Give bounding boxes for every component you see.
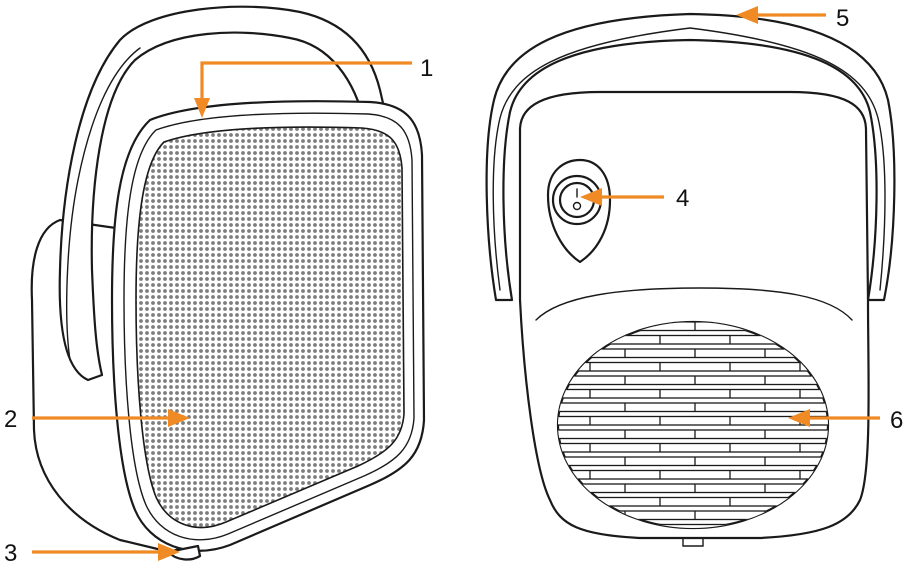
callout-arrow-5 <box>736 6 826 24</box>
callout-arrow-1 <box>194 61 412 118</box>
callout-label-1: 1 <box>420 55 433 82</box>
vent-slat <box>558 375 828 386</box>
callout-arrows <box>32 6 880 561</box>
front-mesh-grill <box>135 126 405 529</box>
vent-slat <box>558 429 828 440</box>
vent-slat <box>558 322 828 332</box>
callout-label-5: 5 <box>836 5 849 32</box>
vent-slat <box>558 456 828 467</box>
vent-slat <box>558 469 828 480</box>
callout-label-2: 2 <box>4 406 17 433</box>
vent-slat <box>558 334 828 345</box>
vent-slat <box>558 415 828 426</box>
vent-slat <box>558 361 828 372</box>
vent-slats <box>558 322 828 528</box>
front-frame-inner <box>123 112 415 541</box>
power-symbol-circle <box>572 201 582 211</box>
vent-slat <box>558 496 828 507</box>
bottom-notch <box>682 537 704 547</box>
front-view-speaker <box>30 5 426 561</box>
callout-arrow-3 <box>32 543 180 561</box>
back-handle-edge <box>492 27 886 291</box>
vent-slat <box>558 510 828 521</box>
vent-slat <box>558 483 828 494</box>
handle-edge <box>66 47 141 361</box>
callout-label-3: 3 <box>4 540 17 567</box>
callout-label-6: 6 <box>890 407 903 434</box>
callout-arrow-6 <box>788 409 880 427</box>
callout-label-4: 4 <box>676 185 689 212</box>
vent-slat <box>558 442 828 453</box>
lower-shell-line <box>535 287 853 321</box>
vent-slat <box>558 348 828 359</box>
callout-arrow-2 <box>32 409 190 427</box>
back-handle <box>485 12 896 302</box>
callout-arrow-4 <box>580 188 664 206</box>
back-view-speaker <box>485 12 896 547</box>
vent-slat <box>558 523 828 528</box>
vent-slat <box>558 402 828 413</box>
vent-slat <box>558 388 828 399</box>
